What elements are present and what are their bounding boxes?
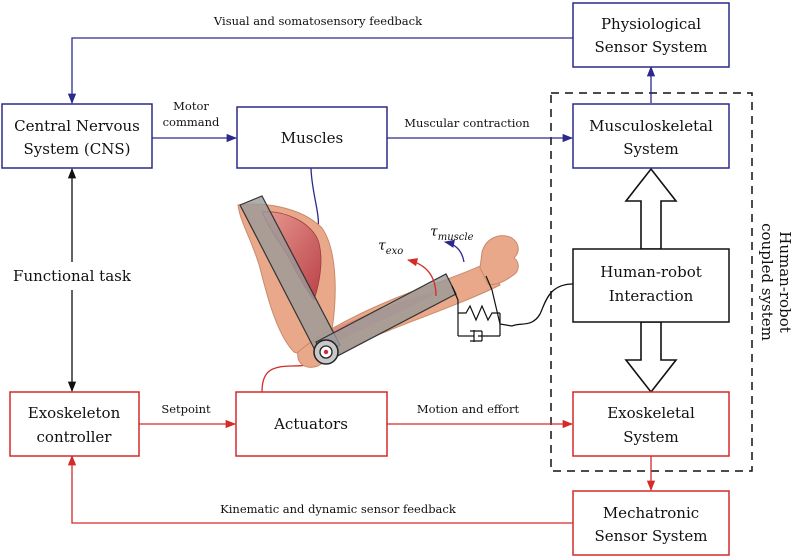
musculoskeletal-box [572,103,730,169]
mechatronic-box-line2: Sensor System [594,527,707,545]
tau-exo-symbol: τ [378,238,386,254]
physiological-sensor-box [572,2,730,68]
tau-muscle-label: τmuscle [430,224,474,243]
setpoint-label: Setpoint [161,402,211,416]
hri-box-line1: Human-robot [600,263,702,281]
exoskeletal-box-line1: Exoskeletal [607,404,695,422]
exo-controller-box-line1: Exoskeleton [28,404,121,422]
arm-illustration [237,195,519,368]
kinematic-feedback-label: Kinematic and dynamic sensor feedback [220,502,457,516]
muscles-box-label: Muscles [281,129,344,147]
exo-controller-box-line2: controller [37,428,113,446]
visual-feedback-label: Visual and somatosensory feedback [213,14,423,28]
musculoskeletal-box-line2: System [623,140,679,158]
tau-exo-arrow [406,258,437,297]
cns-box-line1: Central Nervous [14,117,140,135]
physiological-box-line2: Sensor System [594,38,707,56]
coupled-system-label-line2: coupled system [758,223,776,341]
spring-damper [451,275,513,342]
motor-command-label-line1: Motor [173,99,209,113]
kinematic-feedback-connector [67,454,573,524]
visual-feedback-connector [67,37,573,105]
cns-box [1,103,153,169]
tau-exo-subscript: exo [386,246,404,257]
tau-exo-label: τexo [378,238,403,257]
exoskeletal-box-line2: System [623,428,679,446]
functional-task-label: Functional task [13,267,132,285]
hri-to-musculoskeletal-hollow-arrow [624,167,678,250]
motor-command-label-line2: command [163,115,220,129]
muscles-box [236,106,388,169]
tau-muscle-subscript: muscle [438,232,474,243]
motion-effort-label: Motion and effort [417,402,520,416]
mechatronic-sensor-box [572,490,730,556]
hri-box-line2: Interaction [609,287,694,305]
hri-to-exoskeletal-hollow-arrow [624,321,678,394]
actuators-box [235,391,388,457]
exo-controller-box [9,391,140,457]
musculoskeletal-box-line1: Musculoskeletal [589,117,713,135]
mechatronic-box-line1: Mechatronic [603,504,699,522]
actuators-box-label: Actuators [273,415,348,433]
coupled-system-label: Human-robot coupled system [758,223,794,341]
hand [479,235,519,285]
hri-box [572,248,730,323]
coupled-system-label-line1: Human-robot [776,231,794,333]
cns-box-line2: System (CNS) [24,140,131,158]
exoskeletal-box [572,391,730,457]
muscular-contraction-label: Muscular contraction [404,116,530,130]
hri-to-spring-connector [511,283,574,327]
tau-muscle-arrow [443,239,465,263]
exo-elbow-joint-core [323,349,329,355]
tau-muscle-symbol: τ [430,224,438,240]
physiological-box-line1: Physiological [601,15,701,33]
